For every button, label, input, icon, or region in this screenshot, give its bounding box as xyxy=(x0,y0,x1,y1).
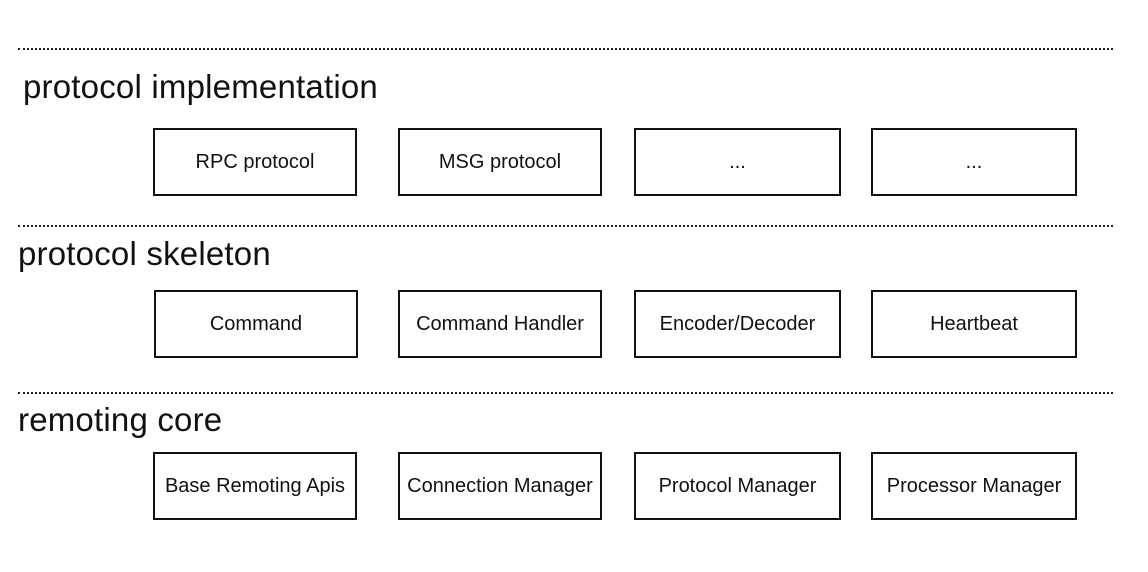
box-encoder-decoder: Encoder/Decoder xyxy=(634,290,841,358)
box-rpc-protocol: RPC protocol xyxy=(153,128,357,196)
layer-title-protocol-implementation: protocol implementation xyxy=(23,68,378,105)
layer-row-remoting-core: Base Remoting Apis Connection Manager Pr… xyxy=(0,452,1148,524)
layer-row-protocol-implementation: RPC protocol MSG protocol ... ... xyxy=(0,128,1148,200)
box-command-handler: Command Handler xyxy=(398,290,602,358)
layer-divider-middle xyxy=(18,225,1113,227)
box-command: Command xyxy=(154,290,358,358)
layer-row-protocol-skeleton: Command Command Handler Encoder/Decoder … xyxy=(0,290,1148,362)
box-msg-protocol: MSG protocol xyxy=(398,128,602,196)
box-ellipsis-2: ... xyxy=(871,128,1077,196)
box-connection-manager: Connection Manager xyxy=(398,452,602,520)
box-heartbeat: Heartbeat xyxy=(871,290,1077,358)
box-processor-manager: Processor Manager xyxy=(871,452,1077,520)
layer-divider-bottom xyxy=(18,392,1113,394)
box-ellipsis-1: ... xyxy=(634,128,841,196)
layer-title-remoting-core: remoting core xyxy=(18,401,223,438)
box-protocol-manager: Protocol Manager xyxy=(634,452,841,520)
layer-divider-top xyxy=(18,48,1113,50)
box-base-remoting-apis: Base Remoting Apis xyxy=(153,452,357,520)
layer-title-protocol-skeleton: protocol skeleton xyxy=(18,235,271,272)
